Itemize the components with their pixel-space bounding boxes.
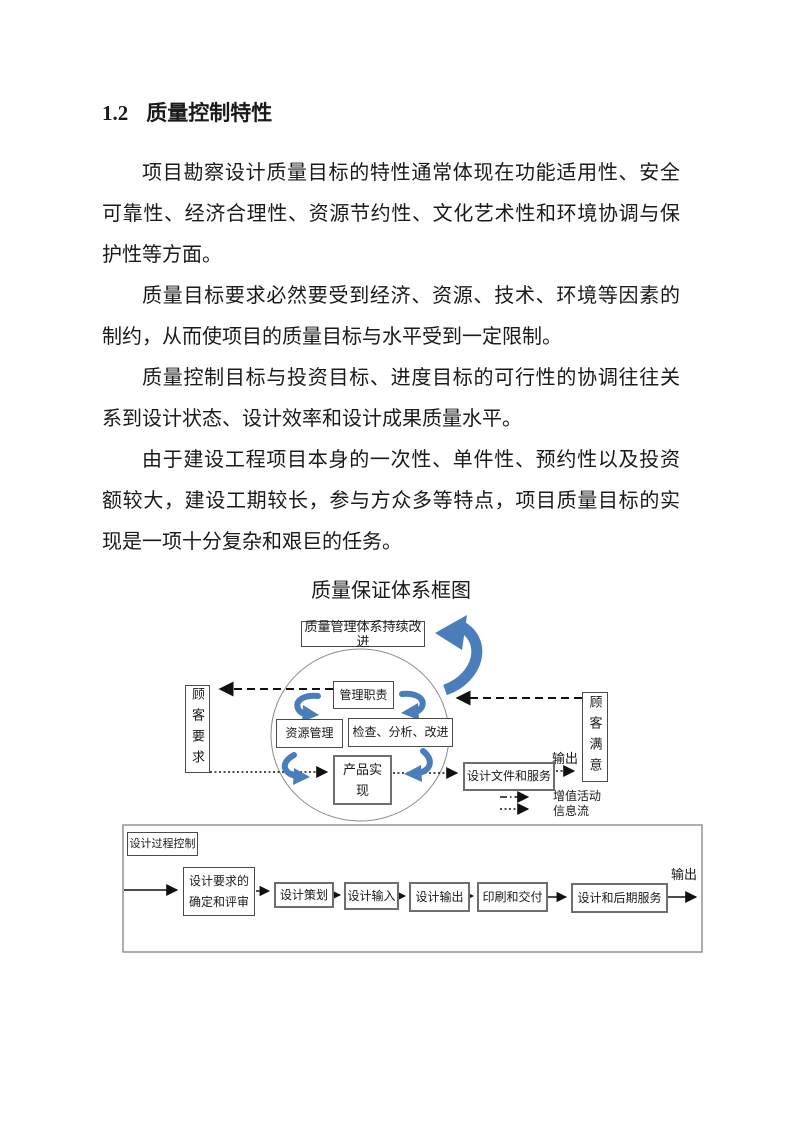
box-customer-requirements: 顾客要求 [185, 685, 210, 773]
paragraph-1: 项目勘察设计质量目标的特性通常体现在功能适用性、安全可靠性、经济合理性、资源节约… [102, 162, 680, 266]
cycle-arrow-left-upper [294, 692, 321, 716]
box-step-design-output-label: 设计输出 [415, 889, 464, 904]
paragraph-2: 质量目标要求必然要受到经济、资源、技术、环境等因素的制约，从而使项目的质量目标与… [102, 285, 680, 348]
box-step-design-input-label: 设计输入 [347, 888, 396, 903]
box-continuous-improvement-label: 质量管理体系持续改进 [304, 619, 422, 649]
figure-canvas [122, 615, 703, 953]
box-design-process-control: 设计过程控制 [127, 832, 198, 856]
big-cycle-arrowhead [435, 615, 467, 650]
cycle-arrow-left-upper-head [302, 705, 319, 722]
box-resource-management-label: 资源管理 [285, 726, 334, 740]
paragraph-3: 质量控制目标与投资目标、进度目标的可行性的协调往往关系到设计状态、设计效率和设计… [102, 367, 680, 430]
box-design-docs-services-label: 设计文件和服务 [466, 769, 551, 783]
body-text: 1.2 质量控制特性 项目勘察设计质量目标的特性通常体现在功能适用性、安全可靠性、… [102, 97, 680, 563]
big-cycle-arrow [442, 620, 483, 696]
box-step-print-delivery-label: 印刷和交付 [482, 889, 543, 904]
cycle-arrow-left-lower-head [293, 768, 310, 785]
box-check-analyze-improve-label: 检查、分析、改进 [352, 725, 449, 739]
box-step-design-planning: 设计策划 [274, 882, 334, 908]
box-step-design-input: 设计输入 [344, 882, 399, 910]
paragraph-4: 由于建设工程项目本身的一次性、单件性、预约性以及投资额较大，建设工期较长，参与方… [102, 449, 680, 553]
process-frame [122, 824, 703, 953]
box-design-process-control-label: 设计过程控制 [129, 837, 196, 850]
box-customer-satisfaction: 顾客满意 [582, 692, 608, 782]
legend-value-add-label: 增值活动 [553, 789, 602, 803]
section-number: 1.2 [102, 101, 129, 125]
box-check-analyze-improve: 检查、分析、改进 [348, 718, 453, 747]
box-step-design-after-service: 设计和后期服务 [571, 883, 668, 913]
box-continuous-improvement: 质量管理体系持续改进 [301, 619, 425, 649]
box-design-docs-services: 设计文件和服务 [463, 762, 555, 791]
box-step-design-output: 设计输出 [409, 882, 470, 912]
box-step-design-after-service-label: 设计和后期服务 [577, 890, 662, 905]
output-label-top: 输出 [552, 751, 579, 766]
cycle-arrow-right-upper [399, 690, 426, 714]
box-step-requirements-review-label: 设计要求的确定和评审 [188, 873, 249, 909]
cycle-arrow-right-lower [416, 748, 433, 776]
box-management-responsibility: 管理职责 [333, 681, 394, 709]
section-title: 质量控制特性 [146, 101, 273, 125]
box-product-realization-label: 产品实现 [342, 762, 382, 798]
box-product-realization: 产品实现 [333, 755, 392, 805]
cycle-arrow-right-lower-head [404, 765, 422, 782]
cycle-arrow-right-upper-head [401, 703, 419, 720]
box-customer-requirements-label: 顾客要求 [190, 687, 205, 771]
box-management-responsibility-label: 管理职责 [339, 687, 388, 702]
output-label-bottom: 输出 [671, 867, 698, 882]
box-step-requirements-review: 设计要求的确定和评审 [183, 867, 255, 916]
cycle-arrow-left-lower [281, 752, 299, 779]
box-step-design-planning-label: 设计策划 [279, 887, 328, 902]
legend-info-flow-label: 信息流 [553, 804, 590, 818]
box-step-print-delivery: 印刷和交付 [477, 882, 548, 912]
section-heading: 1.2 质量控制特性 [102, 97, 680, 127]
figure-title: 质量保证体系框图 [311, 580, 471, 602]
box-resource-management: 资源管理 [276, 719, 343, 748]
box-customer-satisfaction-label: 顾客满意 [587, 695, 603, 779]
